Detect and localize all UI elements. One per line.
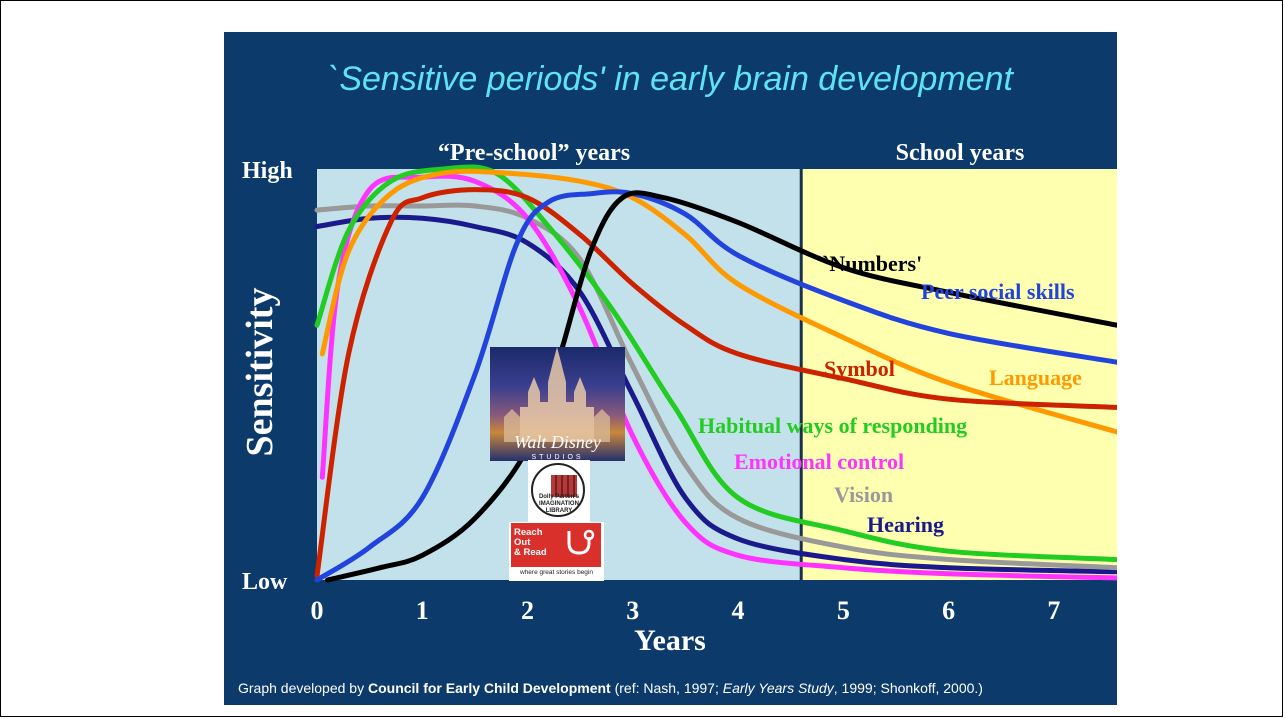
imagination-text: Dolly Parton's IMAGINATION LIBRARY	[538, 494, 580, 514]
stethoscope-icon	[567, 529, 595, 555]
region-school-years	[801, 169, 1117, 580]
walt-disney-studios-logo: Walt Disney STUDIOS	[490, 347, 625, 461]
reach-tagline: where great stories begin	[520, 569, 593, 576]
series-line-hearing	[314, 214, 1117, 575]
reach-wordmark: Reach Out & Read	[514, 527, 547, 558]
x-axis-title: Years	[634, 624, 706, 657]
x-tick-1: 1	[416, 596, 429, 625]
curve-label-language: Language	[989, 365, 1082, 390]
disney-wordmark: Walt Disney	[514, 432, 601, 452]
x-tick-0: 0	[311, 596, 324, 625]
slide: `Sensitive periods' in early brain devel…	[224, 32, 1117, 705]
x-tick-4: 4	[732, 596, 745, 625]
imagination-badge	[531, 463, 585, 517]
castle-icon	[504, 347, 610, 442]
series-line-peer-social-skills	[314, 189, 1117, 583]
curve-label-emotional-control: Emotional control	[734, 449, 904, 474]
curve-label-numbers: `Numbers'	[822, 251, 922, 276]
series-line-vision	[314, 202, 1117, 571]
credit-org: Council for Early Child Development	[367, 680, 611, 696]
reach-book-cover: Reach Out & Read	[511, 523, 601, 567]
x-tick-3: 3	[626, 596, 639, 625]
building-icon	[551, 475, 577, 497]
sensitivity-chart: “Pre-school” years School years `Numbers' P…	[239, 140, 1117, 657]
series-line-habitual-ways-of-responding	[314, 164, 1117, 562]
series-line-symbol	[314, 187, 1117, 579]
curve-label-peer-social-skills: Peer social skills	[921, 279, 1075, 304]
credit-ref-italic: Early Years Study	[722, 680, 834, 696]
y-tick-high: High	[242, 158, 293, 184]
region-label-pre-school-years: “Pre-school” years	[438, 140, 630, 166]
reach-out-and-read-logo: Reach Out & Read where great stories beg…	[509, 522, 604, 581]
x-tick-2: 2	[521, 596, 534, 625]
y-tick-low: Low	[242, 569, 288, 595]
disney-studios-text: STUDIOS	[531, 454, 584, 461]
x-tick-6: 6	[942, 596, 955, 625]
series-line-language	[319, 168, 1117, 435]
credit-ref-post: , 1999; Shonkoff, 2000.)	[833, 680, 983, 696]
region-label-school-years: School years	[896, 140, 1025, 166]
curve-label-vision: Vision	[834, 482, 893, 507]
curve-label-hearing: Hearing	[867, 512, 944, 537]
series-line-numbers	[325, 190, 1117, 583]
credit-ref-pre: (ref: Nash, 1997;	[610, 680, 723, 696]
x-tick-7: 7	[1047, 596, 1060, 625]
y-axis-title: Sensitivity	[239, 288, 281, 457]
credit-prefix: Graph developed by	[238, 680, 368, 696]
curve-label-habitual-ways-of-responding: Habitual ways of responding	[698, 413, 967, 438]
x-tick-5: 5	[837, 596, 850, 625]
series-line-emotional-control	[319, 173, 1117, 581]
slide-title: `Sensitive periods' in early brain devel…	[328, 60, 1013, 98]
curve-label-symbol: Symbol	[824, 356, 895, 381]
slide-credit: Graph developed by Council for Early Chi…	[238, 680, 983, 696]
imagination-library-logo: Dolly Parton's IMAGINATION LIBRARY	[528, 460, 590, 522]
